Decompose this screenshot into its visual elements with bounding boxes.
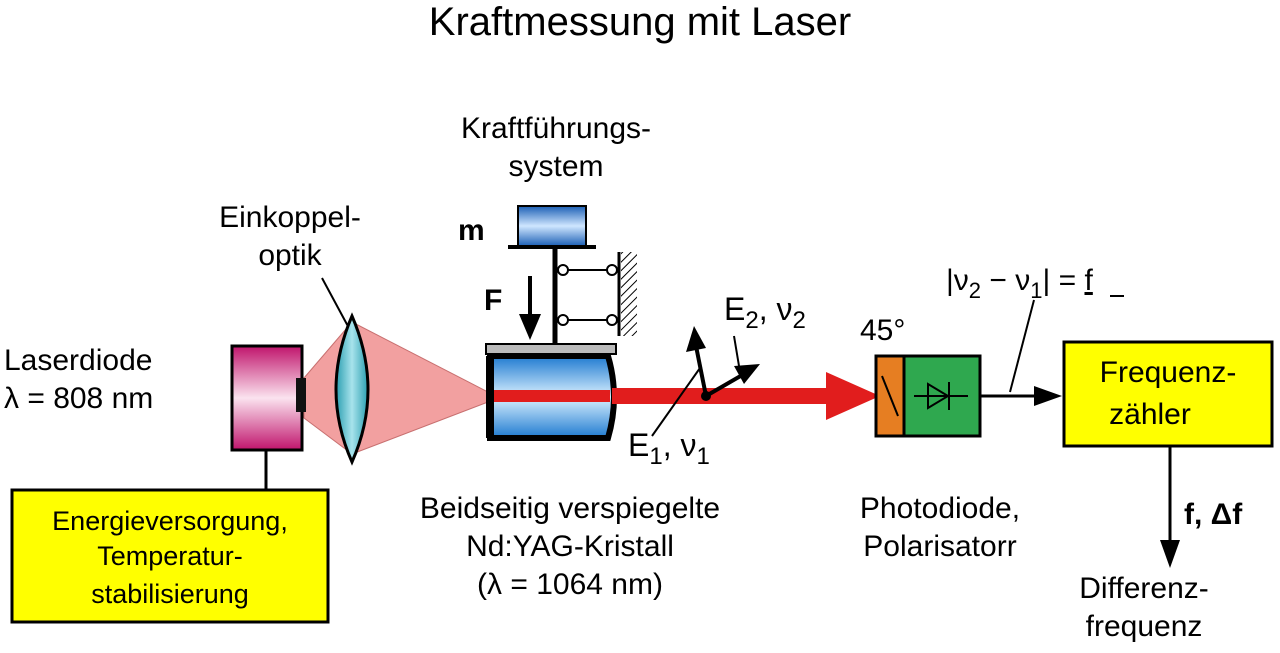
frequency-counter-box bbox=[1062, 340, 1274, 448]
e1-sub: 1 bbox=[649, 443, 662, 470]
laser-diode bbox=[230, 344, 304, 452]
e2-vector-head bbox=[734, 364, 760, 384]
force-arrow-head bbox=[519, 314, 541, 340]
output-arrow-head bbox=[1160, 540, 1180, 568]
e1-label: E1, ν1 bbox=[628, 427, 710, 470]
energy-supply-box bbox=[10, 488, 330, 624]
force-guide-label-2: system bbox=[508, 150, 603, 183]
laserdiode-wavelength: λ = 808 nm bbox=[4, 382, 153, 415]
force-label: F bbox=[484, 284, 502, 317]
photodiode-label-2: Polarisatorr bbox=[863, 530, 1016, 563]
laserdiode-label: Laserdiode bbox=[4, 344, 152, 377]
force-guide-label: Kraftführungs- bbox=[461, 112, 651, 145]
frequency-formula-pointer bbox=[1009, 299, 1035, 393]
crystal-label-1: Beidseitig verspiegelte bbox=[420, 492, 720, 525]
output-label: f, Δf bbox=[1184, 498, 1243, 531]
formula-sub-b: 1 bbox=[1030, 278, 1042, 303]
energy-box-line3: stabilisierung bbox=[91, 579, 249, 609]
guide-joint bbox=[606, 314, 618, 326]
e2-sub: 2 bbox=[745, 307, 758, 334]
e1-vector bbox=[694, 345, 708, 397]
frequency-formula: |ν2 − ν1| = f bbox=[946, 264, 1093, 303]
photodiode-label-1: Photodiode, bbox=[860, 492, 1020, 525]
e1-base: E bbox=[628, 427, 649, 463]
formula-f: f bbox=[1084, 264, 1093, 297]
formula-c: | = bbox=[1043, 264, 1085, 297]
e2-vector bbox=[704, 372, 746, 398]
crystal-label-2: Nd:YAG-Kristall bbox=[466, 530, 674, 563]
e1-vector-head bbox=[686, 326, 706, 352]
mass-block bbox=[517, 205, 587, 247]
formula-a: |ν bbox=[946, 264, 969, 297]
laser-beam bbox=[612, 388, 830, 404]
difference-frequency-label-1: Differenz- bbox=[1079, 572, 1209, 605]
e2-nu-sub: 2 bbox=[792, 307, 805, 334]
e1-pointer bbox=[651, 367, 701, 437]
guide-joint bbox=[606, 264, 618, 276]
coupling-optics-label-2: optik bbox=[258, 239, 322, 272]
e1-sep: , ν bbox=[663, 427, 697, 463]
frequency-counter-label-2: zähler bbox=[1109, 398, 1191, 431]
formula-sub-a: 2 bbox=[969, 278, 981, 303]
e2-base: E bbox=[724, 291, 745, 327]
crystal-top-plate bbox=[485, 343, 617, 355]
energy-box-line1: Energieversorgung, bbox=[52, 506, 288, 536]
coupling-lens bbox=[334, 312, 370, 466]
formula-b: − ν bbox=[981, 264, 1030, 297]
diagram-title: Kraftmessung mit Laser bbox=[429, 0, 851, 44]
guide-wall-hatch bbox=[621, 252, 637, 336]
signal-arrow-head bbox=[1034, 386, 1062, 406]
energy-box-line2: Temperatur- bbox=[97, 541, 243, 571]
frequency-counter-label-1: Frequenz- bbox=[1100, 356, 1237, 389]
guide-joint bbox=[557, 314, 569, 326]
diode-symbol-triangle bbox=[927, 382, 950, 410]
crystal-label-3: (λ = 1064 nm) bbox=[477, 568, 663, 601]
laser-diode-emitter bbox=[296, 378, 306, 412]
coupling-optics-pointer bbox=[321, 277, 351, 331]
e2-label: E2, ν2 bbox=[724, 291, 806, 334]
polarizer-mark bbox=[881, 375, 899, 417]
polarizer-angle-label: 45° bbox=[860, 314, 905, 347]
mass-label: m bbox=[458, 214, 485, 247]
e1-nu-sub: 1 bbox=[696, 443, 709, 470]
e2-sep: , ν bbox=[759, 291, 793, 327]
vector-origin bbox=[701, 391, 711, 401]
coupling-optics-label: Einkoppel- bbox=[219, 201, 361, 234]
pump-beam-focus bbox=[351, 321, 489, 455]
difference-frequency-label-2: frequenz bbox=[1086, 610, 1203, 643]
laser-beam-arrowhead bbox=[826, 372, 880, 420]
laser-beam-inner bbox=[494, 390, 610, 402]
guide-joint bbox=[557, 264, 569, 276]
e2-pointer bbox=[733, 335, 741, 373]
